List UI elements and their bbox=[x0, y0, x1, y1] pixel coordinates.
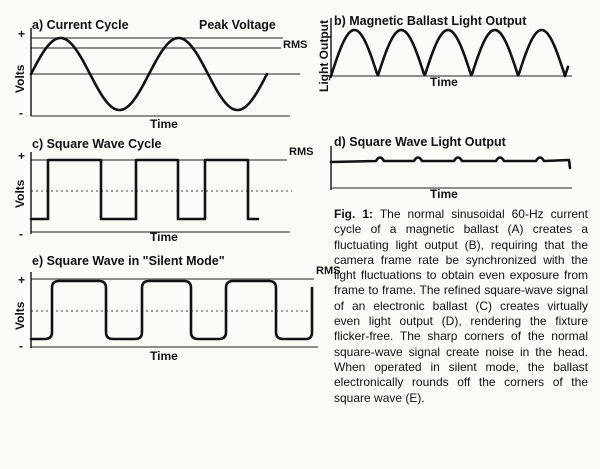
panel-c-minus: - bbox=[19, 227, 23, 241]
panel-a: a) Current Cycle Peak Voltage RMS + - Vo… bbox=[13, 18, 307, 131]
panel-b-title: b) Magnetic Ballast Light Output bbox=[334, 14, 527, 28]
panel-e-title: e) Square Wave in "Silent Mode" bbox=[32, 254, 225, 268]
panel-b-ylabel: Light Output bbox=[317, 20, 331, 92]
panel-c: c) Square Wave Cycle RMS + - Volts Time bbox=[13, 137, 313, 244]
panel-a-ylabel: Volts bbox=[13, 64, 27, 93]
panel-b: b) Magnetic Ballast Light Output Light O… bbox=[317, 14, 572, 92]
panel-c-xlabel: Time bbox=[150, 230, 178, 244]
panel-d-light-output-curve bbox=[329, 156, 572, 170]
panel-d: d) Square Wave Light Output Time bbox=[329, 135, 572, 201]
panel-b-light-output-curve bbox=[329, 28, 570, 78]
panel-d-xlabel: Time bbox=[430, 187, 458, 201]
peak-voltage-label: Peak Voltage bbox=[199, 18, 276, 32]
panel-a-title: a) Current Cycle bbox=[32, 18, 129, 32]
panel-e-minus: - bbox=[19, 339, 23, 353]
panel-e-ylabel: Volts bbox=[13, 301, 27, 330]
caption-label: Fig. 1: bbox=[334, 207, 374, 221]
panel-e-plus: + bbox=[18, 273, 25, 287]
panel-a-sine-wave bbox=[29, 36, 269, 112]
panel-a-xlabel: Time bbox=[150, 117, 178, 131]
panel-b-xlabel: Time bbox=[430, 75, 458, 89]
panel-e-xlabel: Time bbox=[150, 349, 178, 363]
panel-c-square-wave bbox=[29, 158, 260, 221]
panel-e-rounded-square-wave bbox=[29, 279, 314, 341]
panel-d-title: d) Square Wave Light Output bbox=[334, 135, 507, 149]
figure-caption: Fig. 1: The normal sinusoidal 60-Hz curr… bbox=[334, 207, 588, 406]
panel-a-plus: + bbox=[18, 27, 25, 41]
panel-c-plus: + bbox=[18, 149, 25, 163]
panel-c-ylabel: Volts bbox=[13, 179, 27, 208]
panel-a-minus: - bbox=[19, 106, 23, 120]
panel-c-rms-label: RMS bbox=[289, 146, 313, 158]
panel-e-rms-label: RMS bbox=[316, 265, 340, 277]
panel-e: e) Square Wave in "Silent Mode" RMS + - … bbox=[13, 254, 340, 363]
panel-a-rms-label: RMS bbox=[283, 39, 307, 51]
panel-c-title: c) Square Wave Cycle bbox=[32, 137, 162, 151]
caption-text: The normal sinusoidal 60-Hz current cycl… bbox=[334, 207, 589, 405]
